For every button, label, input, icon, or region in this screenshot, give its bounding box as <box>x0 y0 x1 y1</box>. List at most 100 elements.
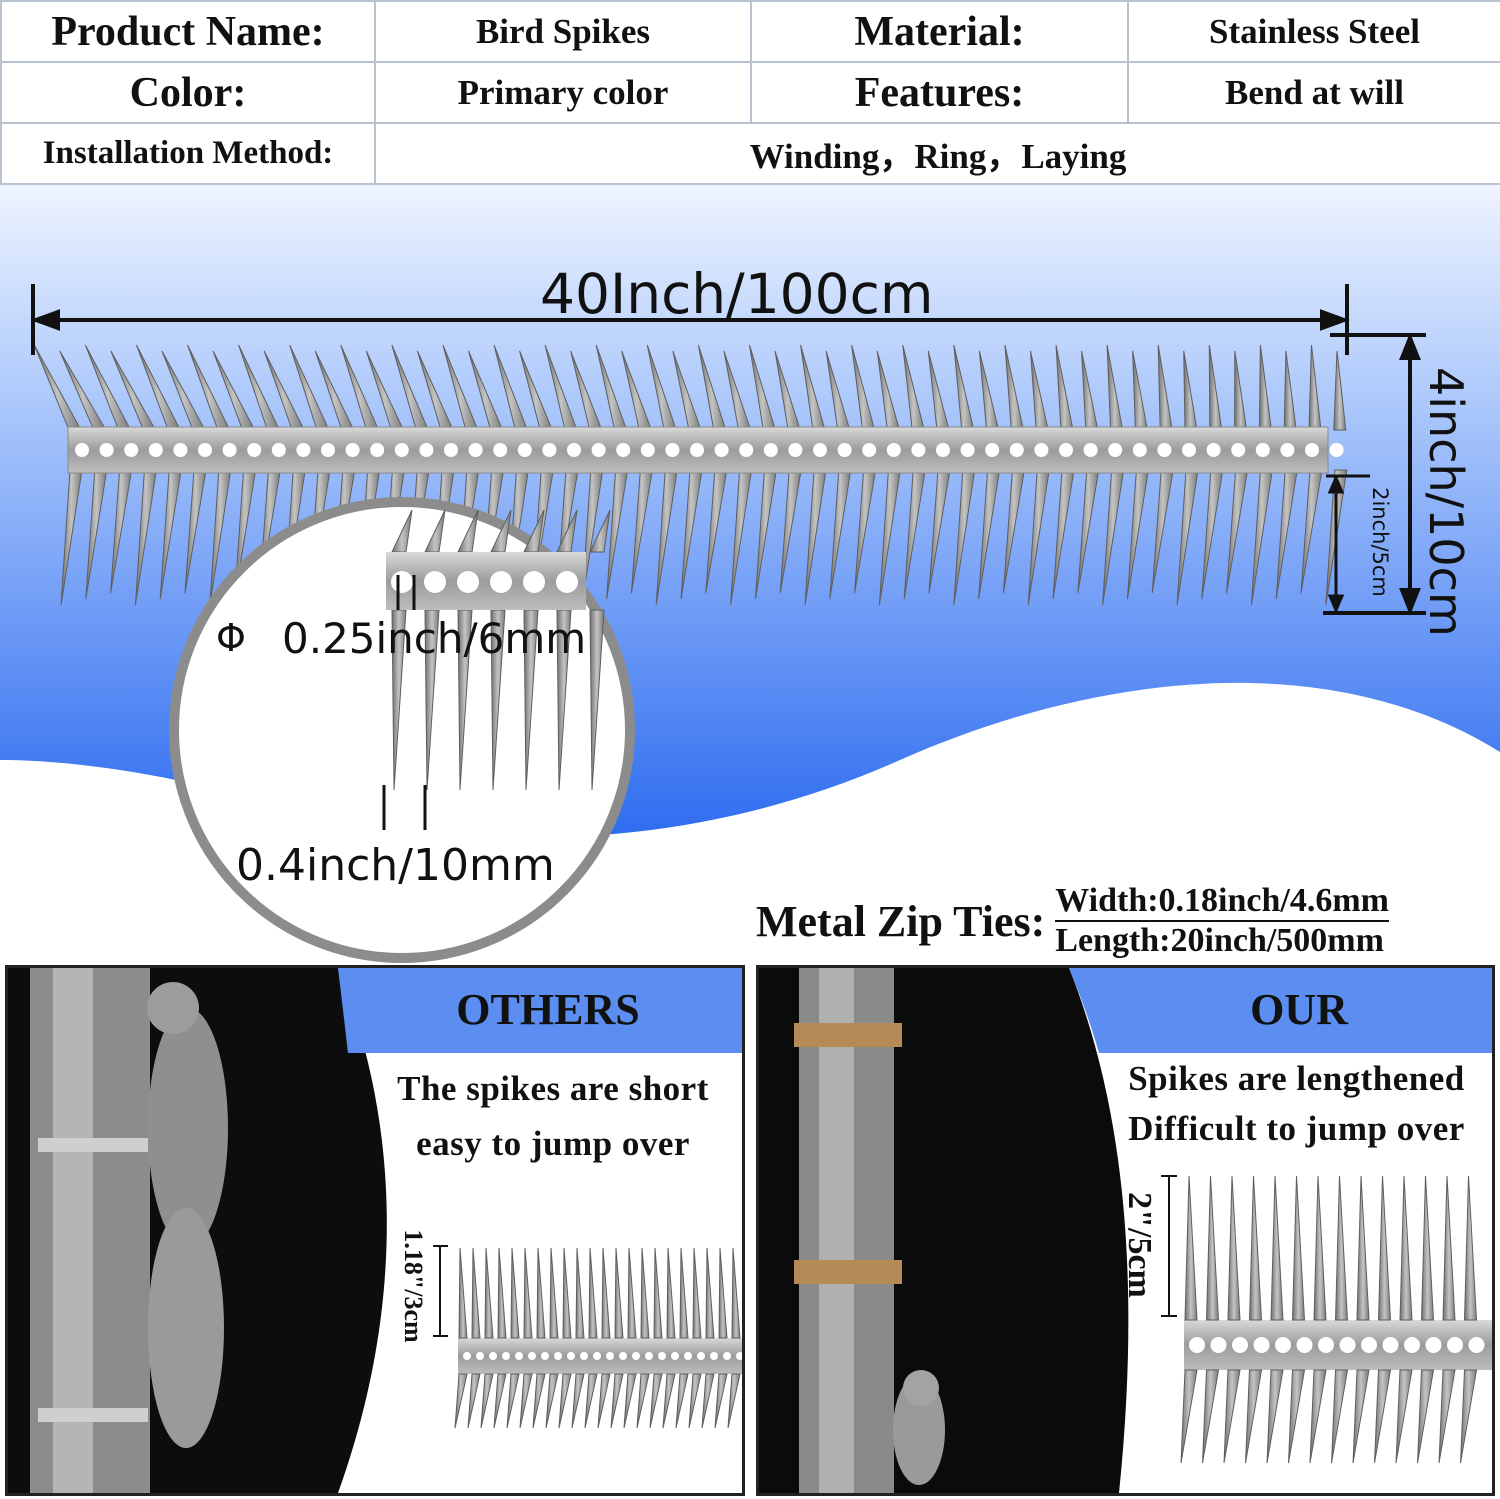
spike <box>467 1373 481 1429</box>
spike <box>610 1373 624 1429</box>
hole <box>1182 443 1196 457</box>
hole <box>1468 1337 1485 1353</box>
product-hero-illustration <box>0 183 1500 963</box>
hole <box>1255 443 1270 457</box>
spike <box>493 1373 507 1429</box>
hole <box>739 443 754 457</box>
spike <box>480 1373 494 1429</box>
spike <box>558 1373 572 1429</box>
spike <box>1438 1369 1456 1464</box>
hole <box>296 443 311 457</box>
hole <box>640 443 655 457</box>
spike <box>589 609 605 791</box>
hole <box>1318 1337 1334 1353</box>
hole <box>391 571 413 593</box>
hole <box>247 443 262 457</box>
spike <box>1331 1369 1349 1464</box>
length-label: 40Inch/100cm <box>540 262 934 326</box>
color-label: Color: <box>0 61 376 124</box>
spike <box>714 1373 728 1429</box>
spec-table: Product Name: Bird Spikes Material: Stai… <box>0 0 1500 185</box>
hole <box>985 443 1000 457</box>
hole <box>1339 1337 1356 1353</box>
hole <box>837 443 852 457</box>
hole <box>424 571 446 593</box>
hole <box>606 1352 614 1360</box>
our-comparison-panel: OUR Spikes are lengthened Difficult to j… <box>756 965 1495 1496</box>
hole <box>1083 443 1098 457</box>
zip-ties-length: Length:20inch/500mm <box>1055 922 1384 959</box>
spike <box>623 1373 637 1429</box>
spike <box>1420 1175 1435 1321</box>
hole <box>1108 443 1123 457</box>
material-label: Material: <box>750 0 1129 63</box>
hole <box>1296 1337 1313 1353</box>
hole <box>690 443 704 457</box>
hole <box>517 443 532 457</box>
spike <box>1442 1175 1456 1321</box>
spike-length-dimension-line <box>1326 474 1370 614</box>
hole <box>556 571 578 593</box>
hole <box>1189 1337 1205 1353</box>
spike <box>1417 1369 1435 1464</box>
spike-length-label: 2inch/5cm <box>1368 487 1392 597</box>
hole <box>684 1352 692 1360</box>
spike <box>692 1247 702 1339</box>
others-spike-height: 1.18"/3cm <box>399 1229 428 1343</box>
hole <box>645 1352 653 1360</box>
spike <box>1180 1369 1198 1464</box>
others-photo <box>8 968 742 1493</box>
height-dimension-line <box>1323 332 1426 616</box>
hole <box>1157 443 1172 457</box>
hole <box>490 571 512 593</box>
spike <box>1356 1175 1370 1321</box>
spike <box>718 1247 728 1339</box>
hole <box>723 1352 731 1360</box>
spike <box>597 1373 611 1429</box>
spike <box>549 1247 559 1339</box>
spike <box>662 1373 676 1429</box>
hole <box>463 1352 471 1360</box>
hole <box>198 443 212 457</box>
hole <box>714 443 729 457</box>
spike <box>1352 1369 1370 1464</box>
hole-diameter-symbol: Φ <box>216 616 246 660</box>
hole <box>671 1352 679 1360</box>
others-spikes-illustration <box>454 1247 742 1429</box>
upper-spikes <box>33 344 1347 431</box>
spike <box>1374 1369 1392 1464</box>
hole <box>1382 1337 1399 1353</box>
hole <box>1253 1337 1270 1353</box>
hole <box>632 1352 640 1360</box>
spike <box>454 1373 468 1429</box>
spike <box>1313 1175 1327 1321</box>
spike <box>675 1373 689 1429</box>
hole <box>1210 1337 1227 1353</box>
spike <box>1202 1369 1220 1464</box>
spike <box>458 1247 468 1339</box>
hole <box>1232 1337 1248 1353</box>
hole <box>528 1352 536 1360</box>
spike <box>523 1247 533 1339</box>
spike <box>1223 1369 1241 1464</box>
spike <box>636 1373 650 1429</box>
hole <box>580 1352 588 1360</box>
hole <box>542 443 557 457</box>
spike <box>571 1373 585 1429</box>
hole <box>173 443 188 457</box>
hole <box>1425 1337 1442 1353</box>
hole <box>886 443 901 457</box>
hole <box>616 443 631 457</box>
hole <box>665 443 680 457</box>
hole <box>567 443 581 457</box>
hole <box>788 443 803 457</box>
our-title: OUR <box>1250 985 1348 1034</box>
zoom-spikes <box>391 509 611 791</box>
hole <box>1059 443 1073 457</box>
hole <box>1034 443 1049 457</box>
spike <box>731 1247 741 1339</box>
spike <box>1395 1369 1413 1464</box>
installation-value: Winding，Ring，Laying <box>374 122 1500 185</box>
spike <box>640 1247 650 1339</box>
spike <box>1227 1175 1241 1321</box>
